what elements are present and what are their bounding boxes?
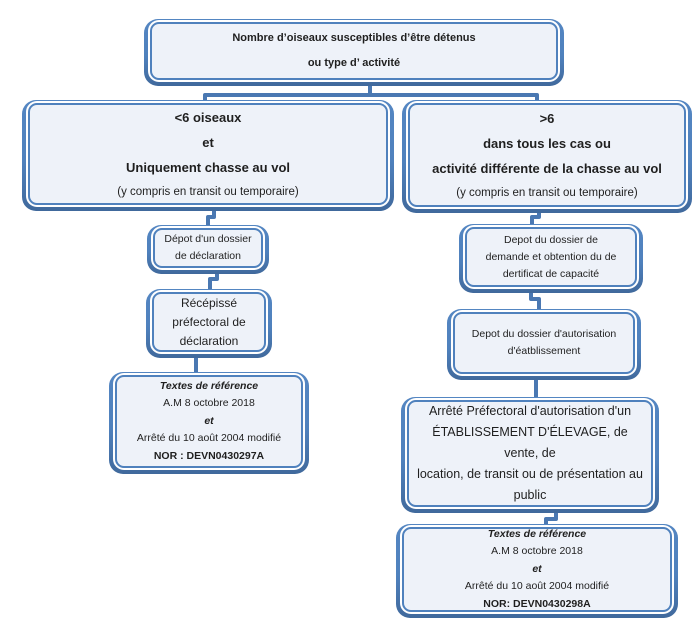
node-references-left-face: Textes de référence A.M 8 octobre 2018 e… xyxy=(115,375,303,468)
node-recepisse-prefectoral-face: Récépissé préfectoral de déclaration xyxy=(152,292,266,352)
references-left-et: et xyxy=(204,414,214,427)
node-depot-demande-capacite: Depot du dossier de demande et obtention… xyxy=(459,224,643,293)
left-branch-line2: et xyxy=(202,134,214,150)
right-branch-note: (y compris en transit ou temporaire) xyxy=(456,186,638,199)
node-left-branch-face: <6 oiseaux et Uniquement chasse au vol (… xyxy=(28,103,388,205)
depot-declaration-text: Dépot d'un dossier de déclaration xyxy=(164,233,252,262)
root-text: Nombre d’oiseaux susceptibles d’être dét… xyxy=(232,32,476,69)
node-references-right: Textes de référence A.M 8 octobre 2018 e… xyxy=(396,524,678,618)
right-branch-line1: >6 xyxy=(539,110,555,126)
depot-autorisation-text: Depot du dossier d'autorisation d'éatbli… xyxy=(471,328,617,357)
references-right-et: et xyxy=(532,562,542,575)
node-references-left: Textes de référence A.M 8 octobre 2018 e… xyxy=(109,372,309,474)
node-recepisse-prefectoral: Récépissé préfectoral de déclaration xyxy=(146,289,272,358)
left-branch-line3: Uniquement chasse au vol xyxy=(126,159,290,175)
left-branch-note: (y compris en transit ou temporaire) xyxy=(117,185,299,198)
node-depot-autorisation-face: Depot du dossier d'autorisation d'éatbli… xyxy=(453,312,635,374)
node-depot-autorisation: Depot du dossier d'autorisation d'éatbli… xyxy=(447,309,641,380)
references-right-title: Textes de référence xyxy=(487,527,587,540)
right-branch-line3: activité différente de la chasse au vol xyxy=(432,160,662,176)
references-left-title: Textes de référence xyxy=(159,379,259,392)
node-root-face: Nombre d’oiseaux susceptibles d’être dét… xyxy=(150,22,558,80)
node-root-question: Nombre d’oiseaux susceptibles d’être dét… xyxy=(144,19,564,86)
arrete-etablissement-text: Arrêté Préfectoral d'autorisation d'un É… xyxy=(417,404,643,502)
depot-demande-capacite-text: Depot du dossier de demande et obtention… xyxy=(485,233,617,280)
node-right-branch: >6 dans tous les cas ou activité différe… xyxy=(402,100,692,213)
node-references-right-face: Textes de référence A.M 8 octobre 2018 e… xyxy=(402,527,672,612)
node-arrete-etablissement-face: Arrêté Préfectoral d'autorisation d'un É… xyxy=(407,400,653,507)
node-depot-demande-capacite-face: Depot du dossier de demande et obtention… xyxy=(465,227,637,287)
recepisse-prefectoral-text: Récépissé préfectoral de déclaration xyxy=(172,295,246,348)
references-left-nor: NOR : DEVN0430297A xyxy=(153,449,265,462)
references-left-line3: Arrêté du 10 août 2004 modifié xyxy=(136,432,282,445)
references-left-line1: A.M 8 octobre 2018 xyxy=(163,397,255,410)
node-depot-declaration: Dépot d'un dossier de déclaration xyxy=(147,225,269,274)
right-branch-line2: dans tous les cas ou xyxy=(483,135,611,151)
references-right-line1: A.M 8 octobre 2018 xyxy=(491,545,583,558)
node-depot-declaration-face: Dépot d'un dossier de déclaration xyxy=(153,228,263,268)
references-right-line3: Arrêté du 10 août 2004 modifié xyxy=(464,580,610,593)
node-left-branch: <6 oiseaux et Uniquement chasse au vol (… xyxy=(22,100,394,211)
node-right-branch-face: >6 dans tous les cas ou activité différe… xyxy=(408,103,686,207)
references-right-nor: NOR: DEVN0430298A xyxy=(483,597,591,610)
left-branch-line1: <6 oiseaux xyxy=(174,109,242,125)
node-arrete-etablissement: Arrêté Préfectoral d'autorisation d'un É… xyxy=(401,397,659,513)
